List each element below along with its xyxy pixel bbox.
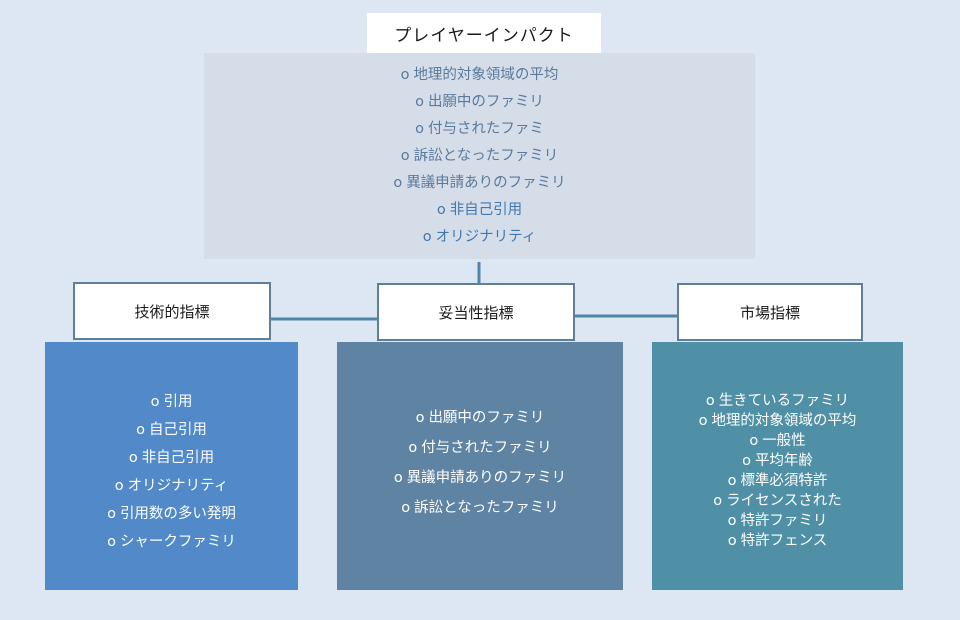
bullet-icon: o: [107, 534, 116, 550]
bullet-icon: o: [136, 422, 145, 438]
bullet-icon: o: [742, 453, 751, 469]
bullet-icon: o: [129, 450, 138, 466]
bullet-icon: o: [728, 513, 737, 529]
bullet-icon: o: [408, 440, 417, 456]
header-technical: 技術的指標: [73, 282, 271, 340]
top-panel: o地理的対象領域の平均 o出願中のファミリ o付与されたファミ o訴訟となったフ…: [204, 53, 755, 259]
bullet-icon: o: [415, 119, 424, 139]
list-item: o地理的対象領域の平均: [699, 409, 857, 429]
header-validity: 妥当性指標: [377, 283, 575, 341]
top-item: o付与されたファミ: [415, 119, 544, 146]
list-item: oオリジナリティ: [115, 474, 229, 502]
bullet-icon: o: [749, 433, 758, 449]
top-item: o非自己引用: [437, 200, 522, 227]
bullet-icon: o: [107, 506, 116, 522]
bullet-icon: o: [706, 393, 715, 409]
top-item: o出願中のファミリ: [415, 92, 544, 119]
list-item: o出願中のファミリ: [416, 406, 545, 436]
bullet-icon: o: [151, 394, 160, 410]
panel-technical: o引用 o自己引用 o非自己引用 oオリジナリティ o引用数の多い発明 oシャー…: [45, 342, 298, 590]
list-item: o生きているファミリ: [706, 389, 849, 409]
bullet-icon: o: [699, 413, 708, 429]
bullet-icon: o: [415, 92, 424, 112]
bullet-icon: o: [115, 478, 124, 494]
bullet-icon: o: [728, 473, 737, 489]
list-item: o標準必須特許: [728, 469, 828, 489]
bullet-icon: o: [423, 227, 432, 247]
panel-validity: o出願中のファミリ o付与されたファミリ o異議申請ありのファミリ o訴訟となっ…: [337, 342, 623, 590]
bullet-icon: o: [401, 500, 410, 516]
header-market: 市場指標: [677, 283, 863, 341]
diagram-title: プレイヤーインパクト: [367, 13, 601, 53]
list-item: o自己引用: [136, 418, 207, 446]
list-item: o平均年齢: [742, 449, 813, 469]
bullet-icon: o: [416, 410, 425, 426]
list-item: oシャークファミリ: [107, 530, 236, 558]
top-item: o地理的対象領域の平均: [401, 65, 559, 92]
bullet-icon: o: [401, 65, 410, 85]
top-item: oオリジナリティ: [423, 227, 537, 254]
bullet-icon: o: [713, 493, 722, 509]
bullet-icon: o: [394, 470, 403, 486]
list-item: o引用: [151, 390, 193, 418]
bullet-icon: o: [437, 200, 446, 220]
list-item: o非自己引用: [129, 446, 214, 474]
bullet-icon: o: [393, 173, 402, 193]
list-item: o引用数の多い発明: [107, 502, 236, 530]
list-item: o一般性: [749, 429, 805, 449]
list-item: oライセンスされた: [713, 489, 842, 509]
list-item: o訴訟となったファミリ: [401, 496, 558, 526]
list-item: o付与されたファミリ: [408, 436, 551, 466]
list-item: o特許フェンス: [728, 529, 828, 549]
panel-market: o生きているファミリ o地理的対象領域の平均 o一般性 o平均年齢 o標準必須特…: [652, 342, 903, 590]
bullet-icon: o: [401, 146, 410, 166]
list-item: o異議申請ありのファミリ: [394, 466, 566, 496]
top-item: o異議申請ありのファミリ: [393, 173, 565, 200]
bullet-icon: o: [728, 533, 737, 549]
top-item: o訴訟となったファミリ: [401, 146, 558, 173]
list-item: o特許ファミリ: [728, 509, 828, 529]
